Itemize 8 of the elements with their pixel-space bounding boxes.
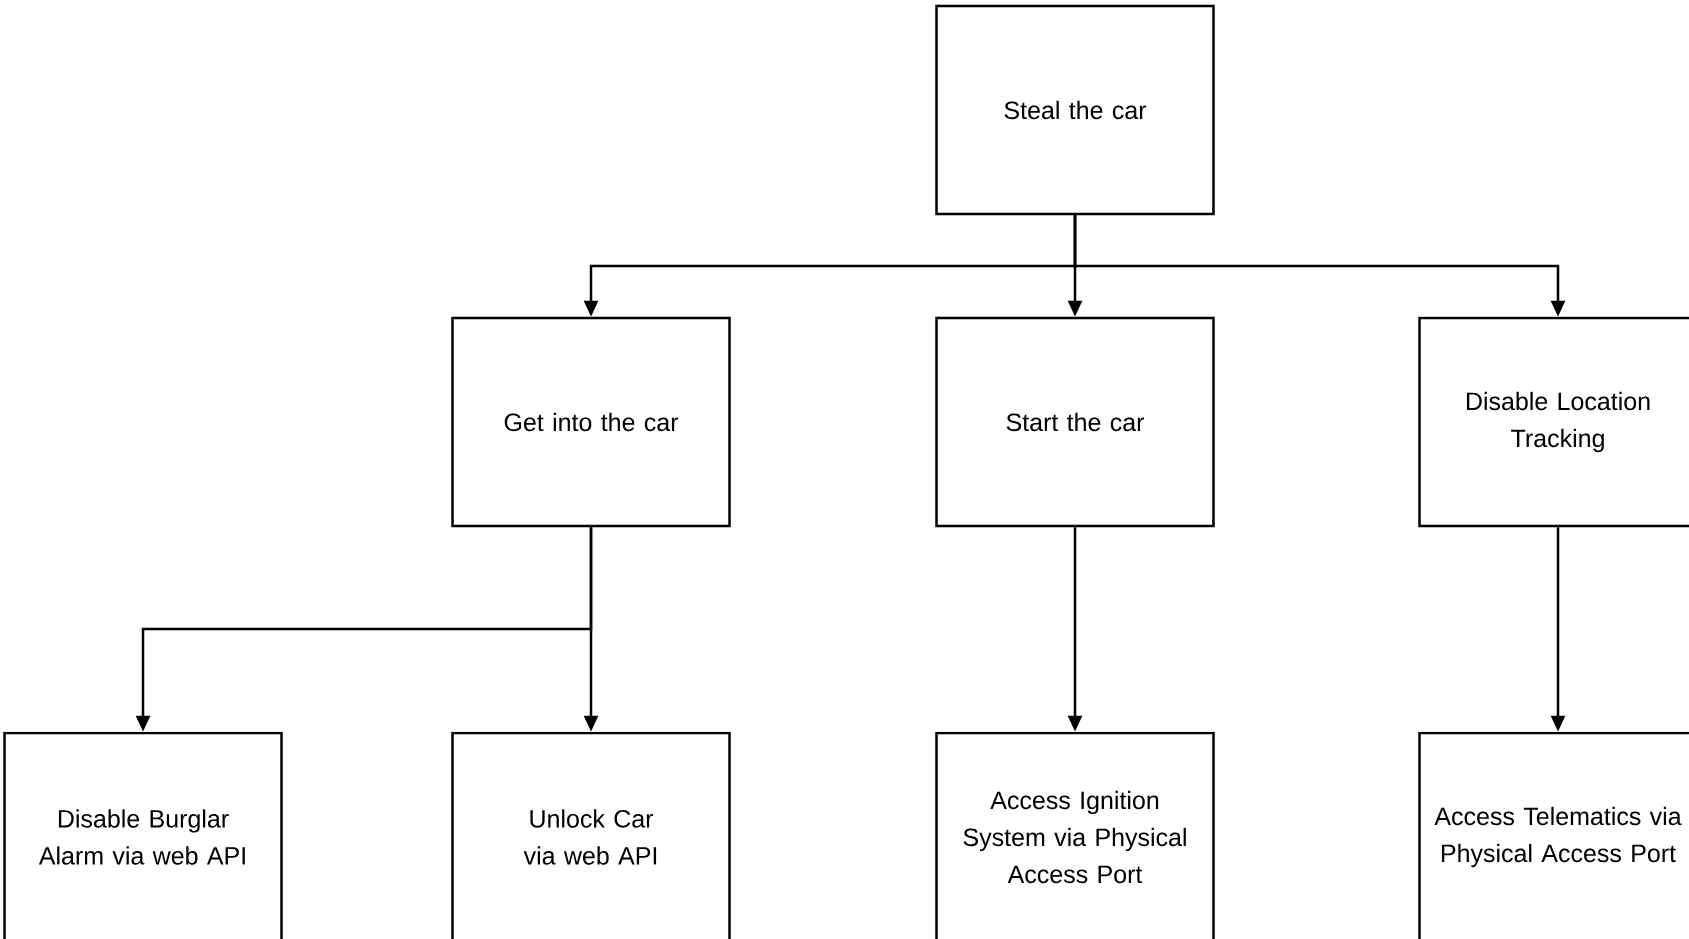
process-box: Access Ignition System via Physical Access Port — [935, 731, 1215, 939]
process-box: Disable Burglar Alarm via web API — [3, 731, 283, 939]
process-box: Steal the car — [935, 4, 1215, 216]
process-box: Disable Location Tracking — [1418, 316, 1689, 528]
process-box: Start the car — [935, 316, 1215, 528]
process-box: Unlock Car via web API — [451, 731, 731, 939]
process-box: Get into the car — [451, 316, 731, 528]
process-box: Access Telematics via Physical Access Port — [1418, 731, 1689, 939]
